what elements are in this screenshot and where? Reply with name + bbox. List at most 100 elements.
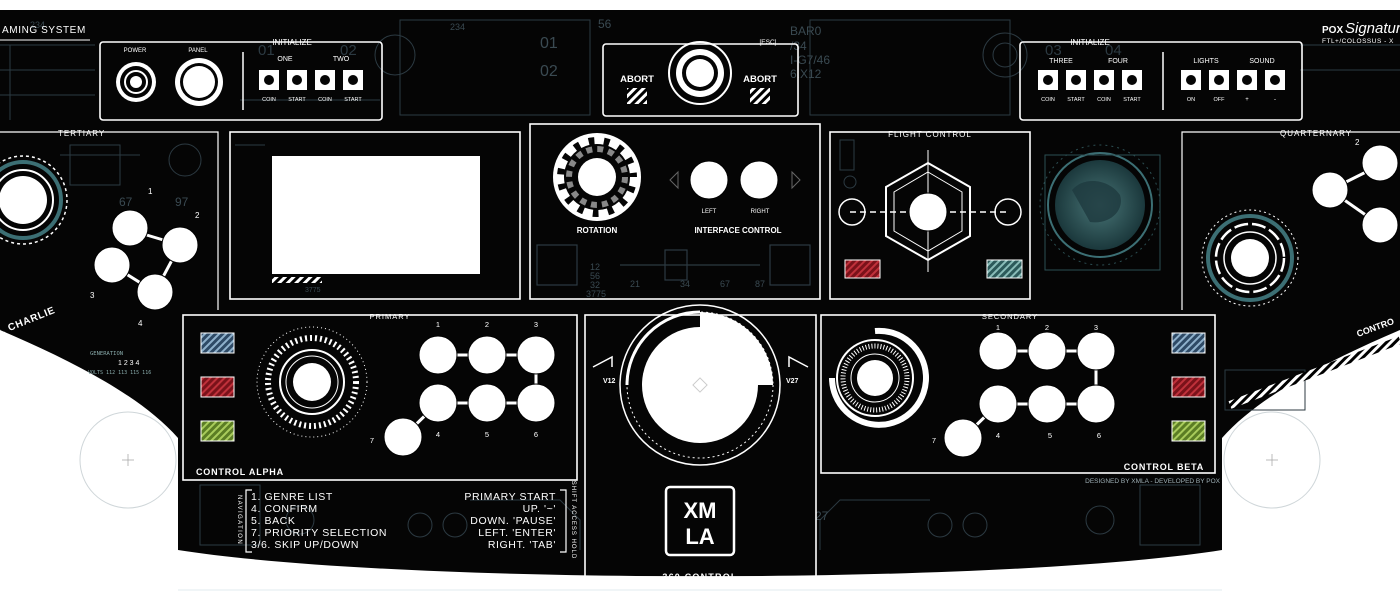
interface-left-button[interactable] xyxy=(689,160,729,200)
alpha-red-button[interactable] xyxy=(200,376,235,398)
alpha-green-button[interactable] xyxy=(200,420,235,442)
model-line: FTL+/COLOSSUS - X xyxy=(1322,38,1394,45)
beta-button-7[interactable] xyxy=(943,418,983,458)
flight-teal-button[interactable] xyxy=(986,259,1023,279)
initialize-left-group: INITIALIZE POWER PANEL ONE TWO 01 02 COI… xyxy=(99,38,383,121)
alpha-blue-button[interactable] xyxy=(200,332,235,354)
v12-label: V12 xyxy=(603,378,616,385)
p3-coin-label: COIN xyxy=(1041,97,1055,103)
nav-item-5: 3/6. SKIP UP/DOWN xyxy=(251,539,359,551)
player-two-label: TWO xyxy=(333,56,350,63)
alpha-num-1: 1 xyxy=(436,320,440,329)
p1-coin-button[interactable] xyxy=(259,70,279,90)
interface-control-section: ROTATION INTERFACE CONTROL LEFT RIGHT xyxy=(529,123,821,300)
tertiary-button-1[interactable] xyxy=(111,209,149,247)
p4-coin-button[interactable] xyxy=(1094,70,1114,90)
svg-text:I-G7/46: I-G7/46 xyxy=(790,53,830,67)
abort-right-label: ABORT xyxy=(743,74,777,85)
control-360-section: 360 CONTROL V12 V27 XM LA xyxy=(584,304,817,582)
alpha-num-7: 7 xyxy=(370,436,374,445)
svg-text:1 2 3 4: 1 2 3 4 xyxy=(118,360,140,367)
tertiary-button-3[interactable] xyxy=(93,246,131,284)
num-04: 04 xyxy=(1105,42,1122,59)
svg-text:3775: 3775 xyxy=(586,289,606,299)
tertiary-n97: 97 xyxy=(175,195,189,209)
xmla-logo: XM LA xyxy=(664,485,736,557)
p2-start-button[interactable] xyxy=(343,70,363,90)
svg-text:XM: XM xyxy=(684,498,717,523)
panel-knob[interactable] xyxy=(175,58,223,106)
spinner-360[interactable] xyxy=(642,327,758,443)
alpha-num-2: 2 xyxy=(485,320,489,329)
svg-text:32: 32 xyxy=(590,280,600,290)
beta-green-button[interactable] xyxy=(1171,420,1206,442)
beta-button-4[interactable] xyxy=(978,384,1018,424)
svg-text:234: 234 xyxy=(450,22,465,32)
lights-on-button[interactable] xyxy=(1181,70,1201,90)
p2-coin-button[interactable] xyxy=(315,70,335,90)
quaternary-button-c[interactable] xyxy=(1361,206,1399,244)
shift-item-1: PRIMARY START xyxy=(464,491,556,503)
esc-label: [ESC] xyxy=(760,39,777,46)
flight-red-button[interactable] xyxy=(844,259,881,279)
svg-text:34: 34 xyxy=(680,279,690,289)
quaternary-button-b[interactable] xyxy=(1311,171,1349,209)
svg-text:67: 67 xyxy=(720,279,730,289)
beta-button-5[interactable] xyxy=(1027,384,1067,424)
abort-group: [ESC] ABORT ABORT xyxy=(602,39,799,117)
interface-right-button[interactable] xyxy=(739,160,779,200)
alpha-button-7[interactable] xyxy=(383,417,423,457)
svg-text:21: 21 xyxy=(630,279,640,289)
beta-blue-button[interactable] xyxy=(1171,332,1206,354)
beta-button-2[interactable] xyxy=(1027,331,1067,371)
shift-item-4: LEFT. 'ENTER' xyxy=(478,527,556,539)
p3-coin-button[interactable] xyxy=(1038,70,1058,90)
secondary-title: SECONDARY xyxy=(982,312,1038,321)
tertiary-trackball[interactable] xyxy=(0,155,68,245)
credits-text: DESIGNED BY XMLA - DEVELOPED BY POX xyxy=(1085,478,1221,485)
sound-up-button[interactable] xyxy=(1237,70,1257,90)
alpha-joystick[interactable] xyxy=(256,326,368,438)
nav-item-4: 7. PRIORITY SELECTION xyxy=(251,527,387,539)
signature-text: Signatur xyxy=(1345,20,1400,37)
beta-num-4: 4 xyxy=(996,431,1000,440)
tertiary-button-2[interactable] xyxy=(161,226,199,264)
svg-text:01: 01 xyxy=(540,35,558,52)
p1-start-button[interactable] xyxy=(287,70,307,90)
sound-label: SOUND xyxy=(1249,58,1274,65)
abort-button[interactable] xyxy=(668,41,732,105)
beta-button-1[interactable] xyxy=(978,331,1018,371)
beta-button-3[interactable] xyxy=(1076,331,1116,371)
alpha-button-4[interactable] xyxy=(418,383,458,423)
p4-start-button[interactable] xyxy=(1122,70,1142,90)
player-one-label: ONE xyxy=(277,56,293,63)
p3-start-button[interactable] xyxy=(1066,70,1086,90)
rotation-spinner[interactable] xyxy=(553,133,641,221)
svg-text:02: 02 xyxy=(540,63,558,80)
beta-num-6: 6 xyxy=(1097,431,1101,440)
power-knob[interactable] xyxy=(116,62,156,102)
player-four-label: FOUR xyxy=(1108,58,1128,65)
beta-button-6[interactable] xyxy=(1076,384,1116,424)
lights-off-button[interactable] xyxy=(1209,70,1229,90)
alpha-button-1[interactable] xyxy=(418,335,458,375)
quaternary-trackball[interactable] xyxy=(1201,209,1299,307)
quaternary-button-a[interactable] xyxy=(1361,144,1399,182)
flight-joystick[interactable] xyxy=(908,192,948,232)
alpha-button-5[interactable] xyxy=(467,383,507,423)
tertiary-button-4[interactable] xyxy=(136,273,174,311)
beta-red-button[interactable] xyxy=(1171,376,1206,398)
tertiary-decor xyxy=(60,143,202,186)
beta-num-1: 1 xyxy=(996,323,1000,332)
alpha-button-3[interactable] xyxy=(516,335,556,375)
tertiary-title: TERTIARY xyxy=(58,129,105,138)
shift-side-label: SHIFT ACCESS HOLD xyxy=(570,481,576,560)
svg-text:56: 56 xyxy=(590,271,600,281)
beta-joystick[interactable] xyxy=(829,327,929,428)
alpha-button-2[interactable] xyxy=(467,335,507,375)
screen-section: 3775 xyxy=(229,131,521,300)
sound-down-button[interactable] xyxy=(1265,70,1285,90)
svg-text:56: 56 xyxy=(598,17,612,31)
alpha-button-6[interactable] xyxy=(516,383,556,423)
